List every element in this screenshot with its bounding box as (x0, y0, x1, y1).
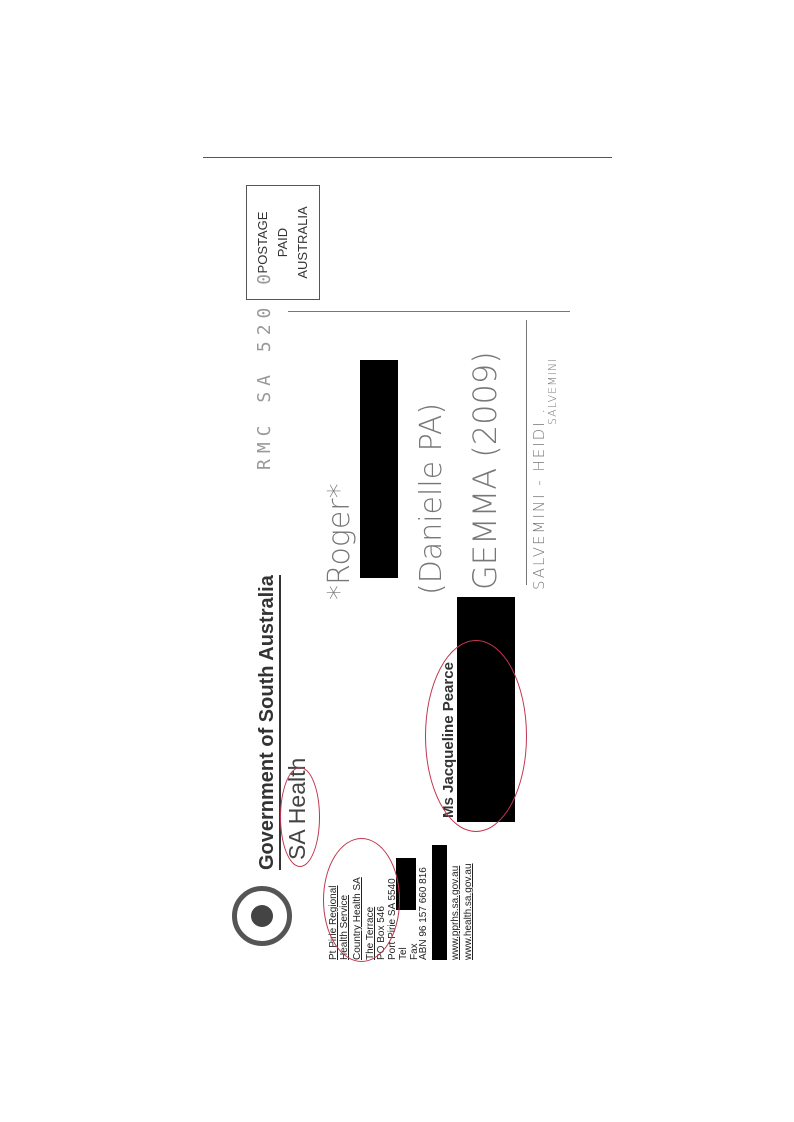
website-2[interactable]: www.health.sa.gov.au (463, 863, 474, 960)
sa-seal-logo (232, 886, 292, 946)
government-title: Government of South Australia (256, 575, 281, 870)
red-circle-sa-health (280, 767, 320, 867)
handwritten-gemma: GEMMA (2009) (466, 351, 504, 590)
abn: ABN 96 157 660 816 (418, 867, 429, 960)
stamp-line: PAID (275, 227, 290, 258)
handwritten-salvemini: SALVEMINI (546, 357, 559, 425)
website-1[interactable]: www.pprhs.sa.gov.au (450, 865, 461, 960)
redacted-block (432, 845, 447, 960)
redacted-handwriting (360, 360, 398, 578)
handwritten-underline (526, 320, 527, 585)
stamp-line: AUSTRALIA (295, 206, 310, 279)
handwritten-salvemini-heidi: SALVEMINI - HEIDI . (530, 406, 548, 590)
postage-paid-stamp: POSTAGE PAID AUSTRALIA (246, 185, 320, 300)
address-rule (288, 311, 570, 312)
stamp-line: POSTAGE (255, 211, 270, 274)
red-circle-recipient (425, 640, 527, 832)
top-rule (203, 157, 612, 158)
handwritten-danielle: (Danielle PA) (414, 402, 449, 595)
red-circles-address (323, 838, 400, 962)
handwritten-roger: *Roger* (322, 483, 357, 600)
